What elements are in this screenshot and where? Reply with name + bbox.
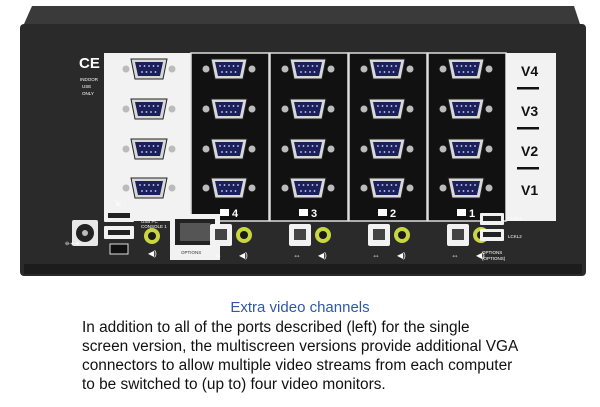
vga-port[interactable] (439, 177, 493, 199)
caption-line: connectors to allow multiple video strea… (82, 357, 513, 374)
right-usb-label-bottom: LCKL2 (508, 234, 522, 239)
pc-port-group: 2 ⇔ ◀) (368, 208, 410, 260)
monitor-icon (378, 209, 387, 216)
compliance-area: CE INDOOR USE ONLY (79, 55, 100, 96)
monitor-label: V1 (521, 182, 538, 198)
vga-port[interactable] (122, 177, 176, 199)
console-audio-jack[interactable] (144, 228, 160, 244)
speaker-icon: ◀) (476, 251, 485, 260)
monitor-label: V2 (521, 143, 538, 159)
options-label: OPTIONS (181, 250, 201, 255)
vga-port[interactable] (122, 98, 176, 120)
monitor-icon (220, 209, 229, 216)
vga-port[interactable] (122, 138, 176, 160)
speaker-icon: ◀) (397, 251, 406, 260)
monitor-label-divider (517, 87, 539, 90)
usb-console-label-2: CONSOLE 1 (141, 224, 167, 229)
usb-icon: ⇔ (372, 251, 380, 260)
vga-port[interactable] (202, 177, 256, 199)
pc-panel-1 (427, 52, 507, 222)
usb-b-port[interactable] (289, 224, 311, 246)
keyboard-icon (109, 243, 129, 255)
rj45-clip (190, 241, 200, 245)
audio-jack[interactable] (394, 227, 410, 243)
usb-slot (108, 213, 130, 218)
monitor-label-divider (517, 167, 539, 170)
usb-icon: ⇲ (114, 199, 121, 208)
vga-port[interactable] (202, 138, 256, 160)
caption-line: screen version, the multiscreen versions… (82, 338, 519, 355)
caption-line: In addition to all of the ports describe… (82, 319, 470, 336)
vga-port[interactable] (360, 138, 414, 160)
usb-console-label-1: USB PC (141, 219, 159, 224)
pc-number: 2 (390, 208, 396, 220)
audio-jack[interactable] (315, 227, 331, 243)
usb-b-port[interactable] (210, 224, 232, 246)
caption-line: to be switched to (up to) four video mon… (82, 376, 386, 393)
pc-number: 3 (311, 208, 317, 220)
power-socket-pin (82, 230, 88, 236)
speaker-icon: ◀) (318, 251, 327, 260)
usb-slot (483, 216, 501, 221)
caption-body: In addition to all of the ports describe… (82, 318, 582, 394)
power-symbol-icon: ⊖-●-⊕ (65, 241, 80, 247)
vga-port[interactable] (360, 177, 414, 199)
monitor-icon (299, 209, 308, 216)
ce-mark: CE (79, 55, 100, 72)
vga-port[interactable] (281, 177, 335, 199)
right-usb-label-top: LCKL1 (508, 216, 522, 221)
pc-number: 4 (232, 208, 239, 220)
compliance-line-2: USE (82, 84, 91, 89)
usb-b-port[interactable] (368, 224, 390, 246)
monitor-label-divider (517, 127, 539, 130)
vga-port[interactable] (360, 58, 414, 80)
pc-port-group: 3 ⇔ ◀) (289, 208, 331, 260)
power-area: ⊖-●-⊕ (65, 220, 98, 247)
vga-port[interactable] (281, 58, 335, 80)
monitor-label: V3 (521, 103, 538, 119)
speaker-icon: ◀) (239, 251, 248, 260)
vga-port[interactable] (202, 58, 256, 80)
vga-port[interactable] (439, 58, 493, 80)
audio-jack[interactable] (236, 227, 252, 243)
monitor-label: V4 (521, 63, 538, 79)
vga-port[interactable] (202, 98, 256, 120)
chassis-top (24, 6, 580, 24)
monitor-icon (457, 209, 466, 216)
caption-title: Extra video channels (230, 299, 370, 316)
right-usb-stack: LCKL1 LCKL2 OPTIONS (OPTIONS) (480, 213, 522, 261)
rj45-inner (180, 223, 210, 241)
vga-port[interactable] (122, 58, 176, 80)
pc-number: 1 (469, 208, 475, 220)
usb-slot (108, 230, 130, 235)
chassis-bottom-edge (24, 264, 582, 274)
console-usb-stack: ⇲ (104, 199, 134, 255)
vga-port[interactable] (360, 98, 414, 120)
usb-icon: ⇔ (451, 251, 459, 260)
usb-icon: ⇔ (214, 251, 222, 260)
usb-b-port[interactable] (447, 224, 469, 246)
usb-slot (483, 232, 501, 237)
vga-port[interactable] (439, 138, 493, 160)
monitor-label-panel (506, 53, 556, 221)
options-port-area: OPTIONS (170, 214, 220, 260)
compliance-line-3: ONLY (82, 91, 94, 96)
options-bottom-label-2: (OPTIONS) (482, 256, 506, 261)
compliance-line-1: INDOOR (80, 77, 99, 82)
vga-port[interactable] (281, 98, 335, 120)
pc-port-group: 4 ⇔ ◀) (210, 208, 252, 260)
vga-port[interactable] (281, 138, 335, 160)
vga-port[interactable] (439, 98, 493, 120)
usb-icon: ⇔ (293, 251, 301, 260)
options-bottom-label-1: OPTIONS (482, 250, 502, 255)
speaker-icon: ◀) (148, 249, 157, 258)
